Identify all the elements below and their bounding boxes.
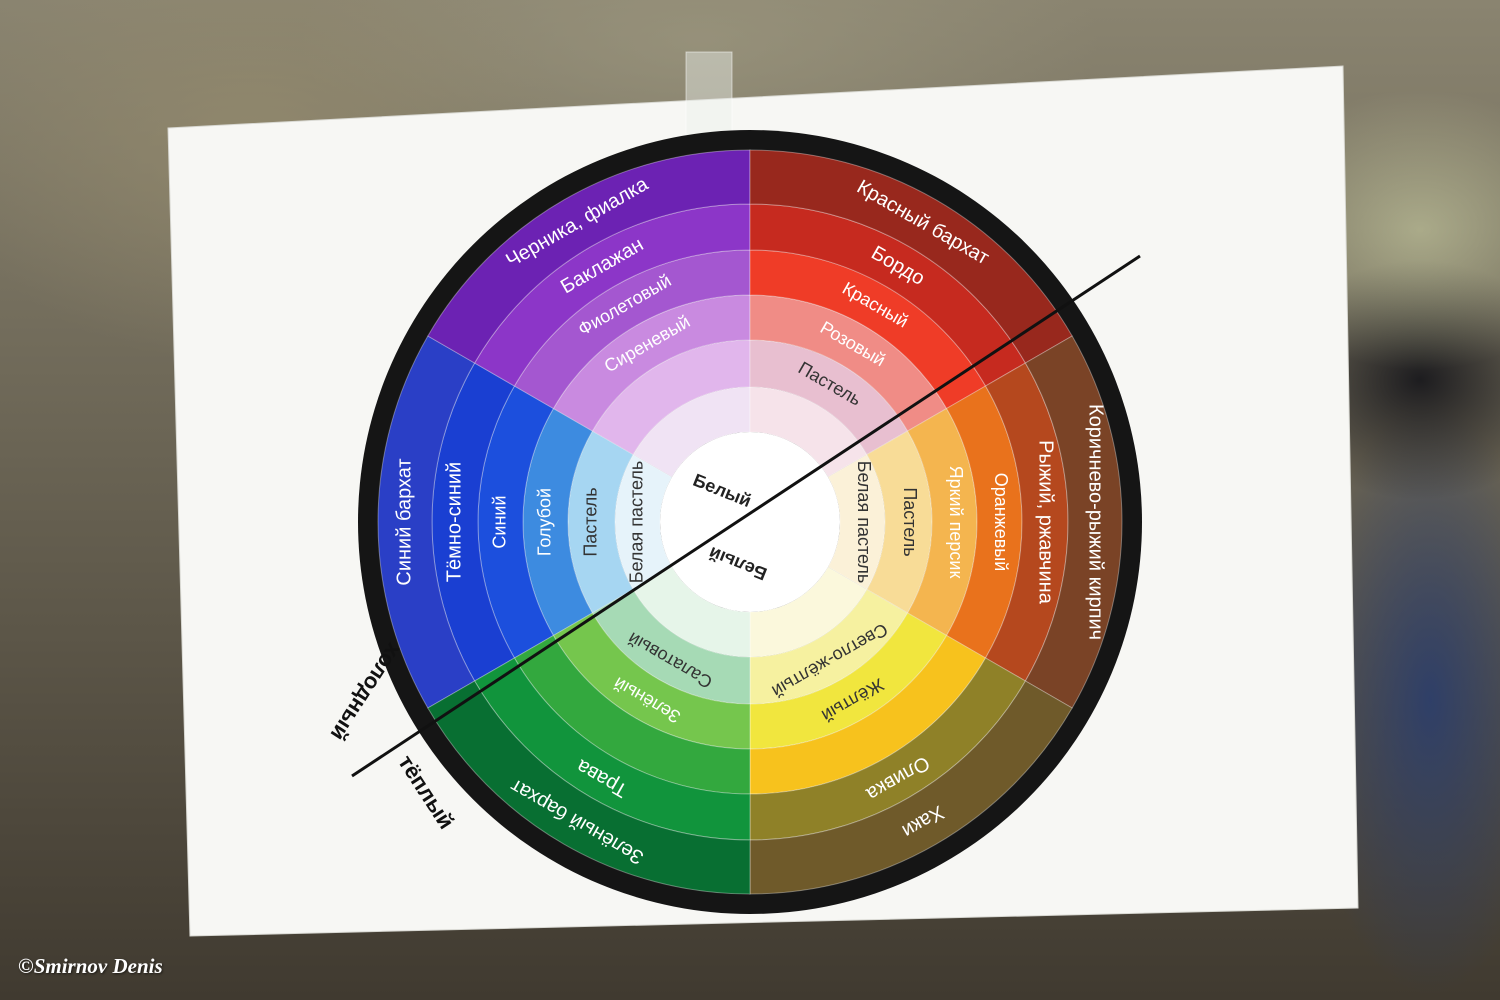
color-wheel: Белая пастель Пастель Голубой Синий Тёмно-си… [358, 130, 1142, 914]
wheel-label-blue-1: Пастель [580, 487, 600, 556]
wheel-segment-red-5 [749, 149, 1073, 364]
wheel-label-orange-0: Белая пастель [854, 461, 874, 584]
wheel-segment-green-1 [591, 588, 751, 705]
wheel-label-orange-2: Яркий персик [946, 466, 966, 579]
wheel-label-orange-5: Коричнево-рыжий кирпич [1085, 404, 1107, 640]
wheel-label-blue-3: Синий [489, 495, 509, 548]
wheel-label-orange-3: Оранжевый [991, 473, 1011, 572]
wheel-sectors [377, 149, 1123, 895]
wheel-label-orange-4: Рыжий, ржавчина [1035, 440, 1057, 605]
wheel-label-blue-5: Синий бархат [393, 458, 415, 585]
warm-cold-axis-line [351, 254, 1141, 778]
wheel-label-blue-4: Тёмно-синий [443, 462, 465, 582]
wheel-label-blue-0: Белая пастель [626, 461, 646, 584]
wheel-segment-green-5 [427, 680, 751, 895]
wheel-center [660, 432, 840, 612]
wheel-label-blue-2: Голубой [534, 488, 554, 556]
tape-strip [685, 51, 733, 143]
wheel-label-orange-1: Пастель [900, 487, 920, 556]
photo-credit: ©Smirnov Denis [18, 954, 163, 978]
